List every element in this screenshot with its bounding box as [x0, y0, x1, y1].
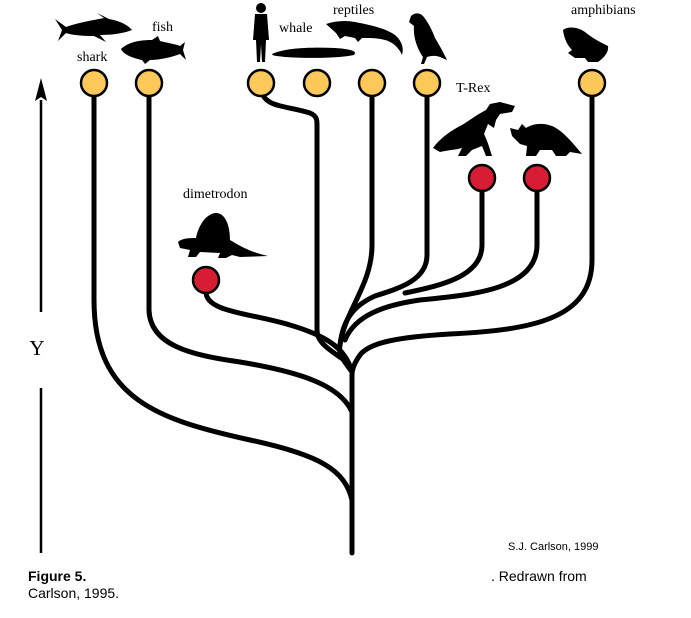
node-triceratops	[522, 163, 552, 193]
label-trex: T-Rex	[456, 81, 490, 96]
arrow-up-icon	[35, 78, 47, 101]
shark-icon	[55, 13, 132, 42]
y-axis: Y	[29, 78, 47, 553]
branch-amphibian	[349, 83, 595, 378]
tree-branches	[91, 83, 595, 556]
node-dimetrodon	[191, 265, 221, 295]
triceratops-icon	[510, 123, 582, 156]
bird-icon	[409, 13, 447, 64]
taxon-labels: shark fish whale reptiles amphibians T-R…	[77, 3, 636, 202]
caption-tail: . Redrawn from	[491, 568, 587, 584]
label-shark: shark	[77, 50, 107, 65]
label-amphibians: amphibians	[571, 3, 636, 18]
tree-nodes	[79, 68, 607, 295]
caption-title: Figure 5.	[28, 568, 86, 584]
dimetrodon-icon	[178, 212, 268, 258]
silhouettes	[55, 3, 609, 258]
node-amphibian	[577, 68, 607, 98]
human-icon	[253, 3, 269, 62]
node-shark	[79, 68, 109, 98]
label-reptiles: reptiles	[333, 3, 374, 18]
frog-icon	[563, 27, 609, 62]
label-fish: fish	[152, 20, 173, 35]
node-reptile	[357, 68, 387, 98]
branch-trex	[402, 187, 485, 296]
node-trex	[467, 163, 497, 193]
caption-line2: Carlson, 1995.	[28, 585, 119, 601]
crocodile-icon	[326, 20, 403, 56]
node-bird	[412, 68, 442, 98]
node-fish	[134, 68, 164, 98]
branch-fish	[146, 83, 355, 415]
node-human	[246, 68, 276, 98]
whale-icon	[272, 47, 356, 58]
trex-icon	[433, 102, 515, 156]
label-dimetrodon: dimetrodon	[183, 187, 248, 202]
branch-triceratops	[342, 187, 540, 343]
y-axis-label: Y	[29, 336, 44, 360]
label-whale: whale	[279, 21, 312, 36]
branch-shark	[91, 83, 355, 503]
tuna-icon	[121, 36, 186, 64]
branch-whale-human	[258, 83, 350, 365]
branch-bird	[337, 83, 430, 348]
node-whale	[302, 68, 332, 98]
figure-credit: S.J. Carlson, 1999	[508, 541, 599, 553]
